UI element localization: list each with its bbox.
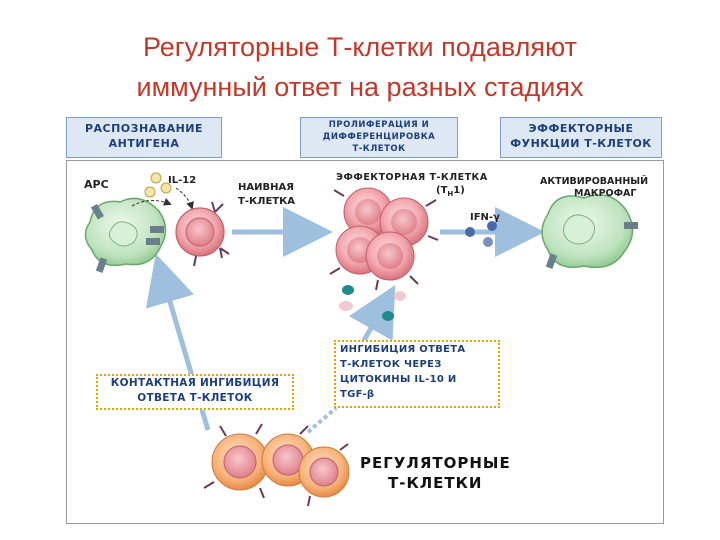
regulatory-t-cells (203, 423, 350, 507)
activated-macrophage (541, 194, 638, 269)
cytokine-particles (339, 285, 406, 321)
effector-t-cells (329, 187, 439, 291)
cytokine-inhibition-line4: TGF-β (340, 389, 375, 400)
stage-proliferation-line3: Т-КЛЕТОК (352, 144, 406, 154)
stage-effector: ЭФФЕКТОРНЫЕ ФУНКЦИИ Т-КЛЕТОК (500, 117, 662, 158)
contact-inhibition-line2: ОТВЕТА Т-КЛЕТОК (137, 392, 253, 404)
title-line2: иммунный ответ на разных стадиях (136, 72, 584, 102)
arrow-treg-to-cytokine (306, 406, 338, 434)
il12-label: IL-12 (168, 175, 196, 186)
contact-inhibition-box: КОНТАКТНАЯ ИНГИБИЦИЯ ОТВЕТА Т-КЛЕТОК (96, 374, 294, 410)
macrophage-label-line2: МАКРОФАГ (574, 188, 636, 199)
cytokine-inhibition-box: ИНГИБИЦИЯ ОТВЕТА Т-КЛЕТОК ЧЕРЕЗ ЦИТОКИНЫ… (334, 340, 500, 408)
stage-recognition: РАСПОЗНАВАНИЕ АНТИГЕНА (66, 117, 222, 158)
naive-t-cell (175, 201, 230, 267)
stage-recognition-line2: АНТИГЕНА (108, 137, 180, 150)
macrophage-label-line1: АКТИВИРОВАННЫЙ (540, 175, 648, 187)
treg-label-line1: РЕГУЛЯТОРНЫЕ (360, 454, 511, 472)
stage-recognition-line1: РАСПОЗНАВАНИЕ (84, 122, 204, 135)
treg-label-line2: Т-КЛЕТКИ (388, 474, 483, 492)
th1-label: (TH1) (436, 185, 465, 198)
cytokine-inhibition-line1: ИНГИБИЦИЯ ОТВЕТА (340, 344, 466, 355)
il12-molecules (131, 172, 194, 210)
title-line1: Регуляторные Т-клетки подавляют (142, 32, 578, 62)
stage-effector-line2: ФУНКЦИИ Т-КЛЕТОК (510, 137, 652, 150)
cytokine-inhibition-line2: Т-КЛЕТОК ЧЕРЕЗ (340, 359, 442, 370)
cytokine-inhibition-line3: ЦИТОКИНЫ IL-10 И (340, 374, 457, 385)
ifn-gamma-molecules (465, 221, 497, 247)
stage-effector-line1: ЭФФЕКТОРНЫЕ (528, 122, 634, 135)
apc-cell (84, 197, 167, 273)
naive-label-line2: Т-КЛЕТКА (238, 196, 295, 207)
stage-proliferation: ПРОЛИФЕРАЦИЯ И ДИФФЕРЕНЦИРОВКА Т-КЛЕТОК (300, 117, 458, 158)
contact-inhibition-line1: КОНТАКТНАЯ ИНГИБИЦИЯ (110, 377, 280, 389)
ifn-label: IFN-γ (470, 212, 500, 223)
arrow-cytokine-to-effector (349, 284, 396, 346)
stage-proliferation-line1: ПРОЛИФЕРАЦИЯ И (328, 120, 430, 130)
naive-label-line1: НАИВНАЯ (238, 182, 294, 193)
effector-cell-label: ЭФФЕКТОРНАЯ Т-КЛЕТКА (336, 172, 488, 183)
apc-label: APC (84, 178, 109, 191)
stage-proliferation-line2: ДИФФЕРЕНЦИРОВКА (322, 132, 436, 142)
